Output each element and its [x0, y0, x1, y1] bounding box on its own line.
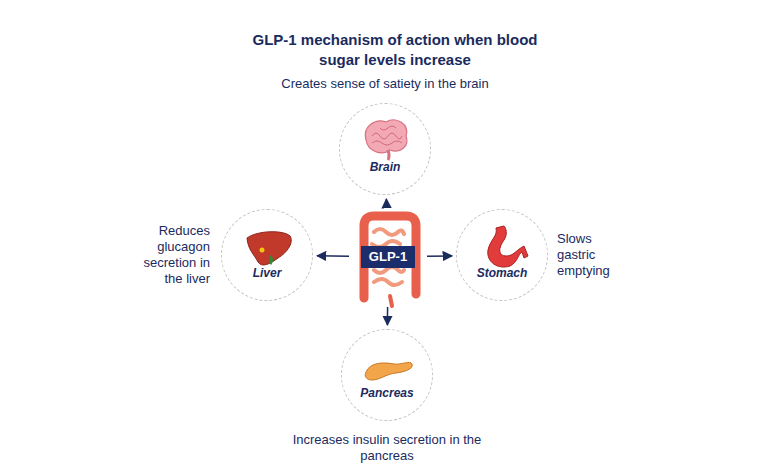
organ-circle: BrainCreates sense of satiety in the bra…	[339, 103, 431, 195]
effect-arrow	[427, 255, 452, 257]
effect-description: Slows gastric emptying	[557, 231, 621, 279]
effect-arrow	[387, 307, 389, 325]
diagram-title: GLP-1 mechanism of action when blood sug…	[235, 30, 555, 70]
organ-name: Liver	[222, 266, 312, 280]
effect-arrow	[386, 199, 388, 207]
effect-arrow	[317, 255, 349, 257]
organ-circle: StomachSlows gastric emptying	[456, 209, 548, 301]
organ-name: Brain	[340, 160, 430, 174]
pancreas-illustration	[365, 362, 412, 380]
effect-description: Reduces glucagon secretion in the liver	[134, 223, 210, 287]
organ-circle: LiverReduces glucagon secretion in the l…	[221, 209, 313, 301]
hormone-label: GLP-1	[361, 246, 415, 268]
brain-illustration	[365, 120, 407, 160]
organ-name: Pancreas	[342, 386, 432, 400]
stomach-illustration	[488, 226, 528, 267]
hormone-node: GLP-1	[353, 211, 423, 303]
liver-illustration	[247, 232, 291, 265]
organ-circle: PancreasIncreases insulin secretion in t…	[341, 329, 433, 421]
organ-name: Stomach	[457, 266, 547, 280]
effect-description: Increases insulin secretion in the pancr…	[280, 432, 495, 464]
effect-description: Creates sense of satiety in the brain	[281, 76, 488, 92]
